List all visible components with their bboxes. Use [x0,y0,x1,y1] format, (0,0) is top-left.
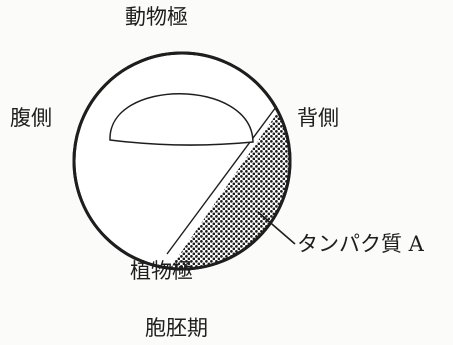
protein-a-boundary [166,106,277,255]
stage-caption: 胞胚期 [145,316,208,340]
protein-a-leader-line [257,211,296,245]
embryo-outline-overlay [72,51,292,271]
protein-a-label: タンパク質 A [297,232,424,256]
blastocoel [109,93,254,146]
vegetal-pole-label: 植物極 [130,259,193,283]
animal-pole-label: 動物極 [125,5,188,29]
protein-a-region [162,90,290,269]
ventral-side-label: 腹側 [10,106,52,130]
dorsal-side-label: 背側 [297,106,339,130]
